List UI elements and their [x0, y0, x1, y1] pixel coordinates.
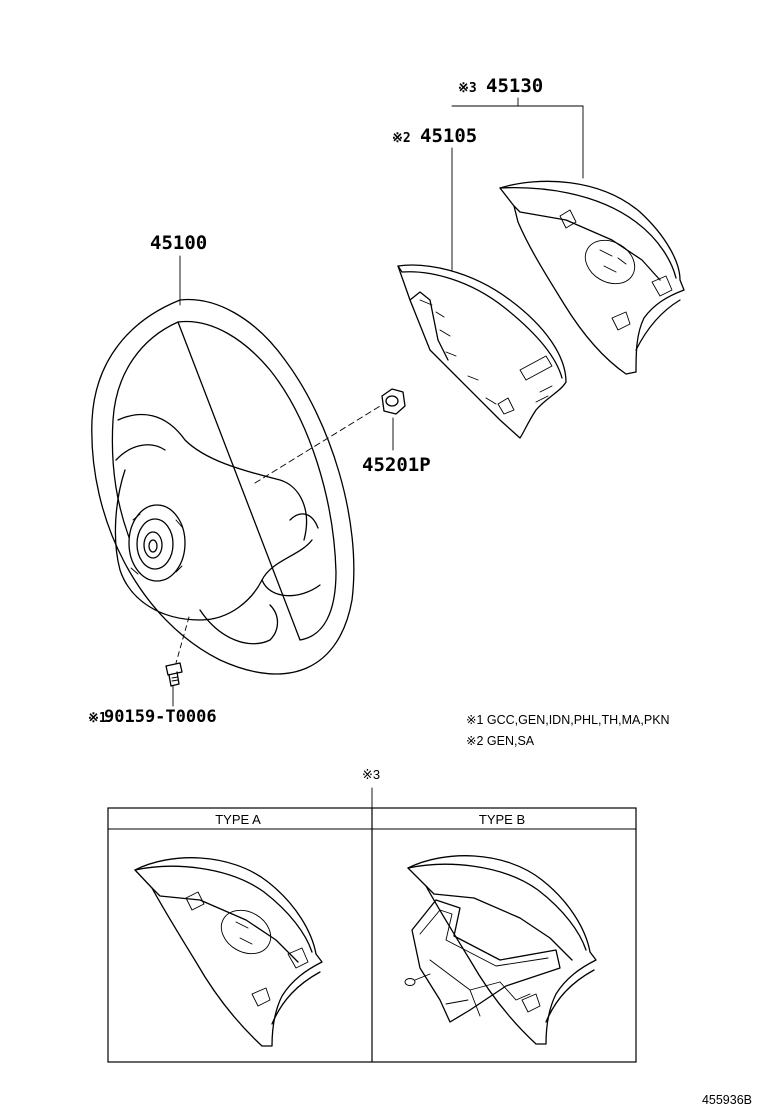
type-a-label: TYPE A	[215, 812, 261, 827]
screw-90159	[165, 662, 183, 687]
nut-45201p	[381, 388, 406, 415]
label-screw-mark: ※1	[88, 711, 107, 726]
type-a-cover-illustration	[134, 857, 323, 1047]
label-45130-mark: ※3	[458, 81, 477, 96]
type-comparison-box	[107, 807, 637, 1063]
leader-lines	[172, 97, 584, 707]
label-45100: 45100	[150, 232, 207, 254]
type-b-label: TYPE B	[479, 812, 525, 827]
pad-cover-45130	[499, 180, 685, 375]
label-45201p: 45201P	[362, 454, 431, 476]
note-region-1: ※1 GCC,GEN,IDN,PHL,TH,MA,PKN	[466, 713, 670, 727]
label-90159: 90159-T0006	[104, 707, 217, 727]
steering-wheel-45100	[91, 298, 355, 675]
note-region-2: ※2 GEN,SA	[466, 734, 535, 748]
diagram-id: 455936B	[702, 1093, 752, 1107]
type-box-mark: ※3	[362, 767, 380, 782]
label-45105: 45105	[420, 125, 477, 147]
label-45105-mark: ※2	[392, 131, 411, 146]
type-b-cover-illustration	[404, 855, 597, 1045]
pad-cover-45105	[397, 264, 567, 439]
label-45130: 45130	[486, 75, 543, 97]
